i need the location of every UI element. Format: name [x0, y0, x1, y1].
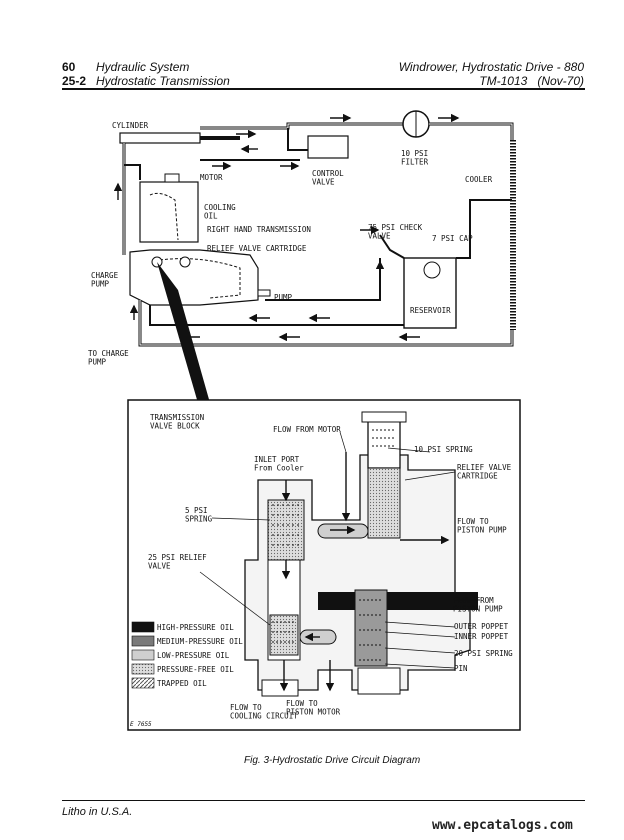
cylinder-shape: [119, 132, 201, 144]
legend-label: LOW-PRESSURE OIL: [157, 651, 230, 660]
footer-rule: [62, 800, 585, 801]
pointer-arrow: [157, 262, 212, 410]
document-title: Windrower, Hydrostatic Drive - 880: [398, 60, 584, 74]
footer-text: Litho in U.S.A.: [62, 806, 133, 818]
label-figure-code: E 7655: [130, 721, 152, 728]
control-valve-shape: [307, 135, 349, 159]
channel-to-piston-pump: [317, 523, 369, 539]
label-spring-20psi: 20 PSI SPRING: [454, 649, 513, 658]
page-number: 60: [62, 60, 76, 74]
label-motor: MOTOR: [200, 173, 223, 182]
section-title: Hydraulic System: [96, 60, 190, 74]
header-rule: [62, 88, 585, 90]
legend-label: MEDIUM-PRESSURE OIL: [157, 637, 243, 646]
label-reservoir: RESERVOIR: [410, 306, 451, 315]
label-cap: 7 PSI CAP: [432, 234, 473, 243]
label-cylinder: CYLINDER: [112, 121, 149, 130]
detail-panel: HIGH-PRESSURE OIL MEDIUM-PRESSURE OIL LOW-…: [127, 399, 521, 731]
label-cooler: COOLER: [465, 175, 493, 184]
poppet-assembly: [354, 589, 388, 667]
legend-swatch: [131, 663, 155, 675]
transmission-shape: [129, 249, 259, 306]
legend-label: PRESSURE-FREE OIL: [157, 665, 234, 674]
spring-5psi-shape: [267, 499, 305, 561]
label-spring-10psi: 10 PSI SPRING: [414, 445, 473, 454]
relief-cartridge-shape: [367, 417, 401, 469]
label-pin: PIN: [454, 664, 468, 673]
legend: HIGH-PRESSURE OIL MEDIUM-PRESSURE OIL LOW-…: [131, 621, 243, 689]
watermark: www.epcatalogs.com: [432, 818, 573, 833]
legend-swatch: [131, 649, 155, 661]
label-relief-valve-cartridge: RELIEF VALVE CARTRIDGE: [207, 244, 307, 253]
label-pump: PUMP: [274, 293, 293, 302]
top-circuit: [113, 110, 516, 410]
label-outer-poppet: OUTER POPPET: [454, 622, 509, 631]
figure-caption: Fig. 3-Hydrostatic Drive Circuit Diagram: [244, 755, 421, 766]
label-right-hand-transmission: RIGHT HAND TRANSMISSION: [207, 225, 311, 234]
manual-id: TM-1013 (Nov-70): [479, 74, 584, 88]
legend-label: TRAPPED OIL: [157, 679, 207, 688]
label-inner-poppet: INNER POPPET: [454, 632, 509, 641]
motor-shape: [139, 181, 199, 243]
label-flow-from-motor: FLOW FROM MOTOR: [273, 425, 341, 434]
legend-swatch: [131, 635, 155, 647]
legend-label: HIGH-PRESSURE OIL: [157, 623, 234, 632]
sub-title: Hydrostatic Transmission: [96, 74, 230, 88]
legend-swatch: [131, 677, 155, 689]
sub-number: 25-2: [62, 74, 87, 88]
legend-swatch: [131, 621, 155, 633]
